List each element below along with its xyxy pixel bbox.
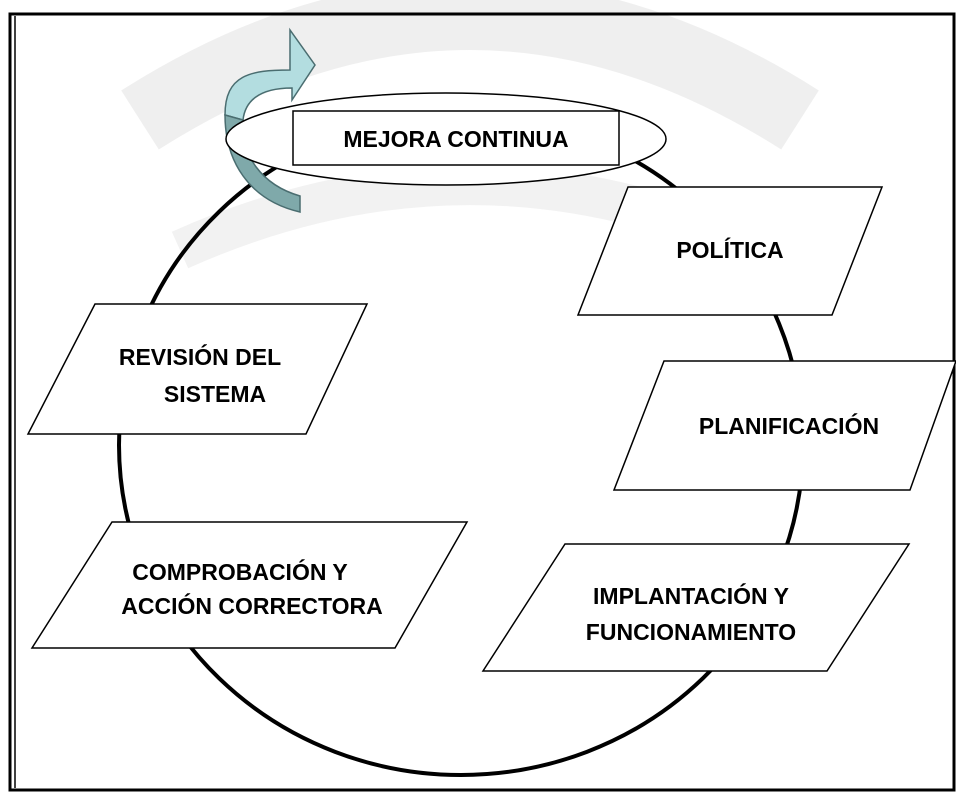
step-implementation: IMPLANTACIÓN Y FUNCIONAMIENTO bbox=[481, 543, 911, 672]
implementation-label-line2: FUNCIONAMIENTO bbox=[586, 619, 796, 645]
review-label-line2: SISTEMA bbox=[164, 381, 266, 407]
checking-label-line1: COMPROBACIÓN Y bbox=[132, 558, 348, 585]
improvement-label: MEJORA CONTINUA bbox=[343, 126, 568, 152]
step-policy: POLÍTICA bbox=[576, 186, 884, 316]
diagram-frame bbox=[8, 12, 956, 792]
planning-label: PLANIFICACIÓN bbox=[699, 412, 879, 439]
checking-parallelogram bbox=[30, 521, 469, 649]
improvement-box bbox=[292, 110, 620, 166]
step-checking: COMPROBACIÓN Y ACCIÓN CORRECTORA bbox=[30, 521, 469, 649]
review-label-line1: REVISIÓN DEL bbox=[119, 343, 281, 370]
step-review: REVISIÓN DEL SISTEMA bbox=[26, 303, 369, 435]
policy-parallelogram bbox=[576, 186, 884, 316]
planning-parallelogram bbox=[612, 360, 956, 491]
review-parallelogram bbox=[26, 303, 369, 435]
continuous-improvement-node: MEJORA CONTINUA bbox=[225, 92, 667, 186]
step-planning: PLANIFICACIÓN bbox=[612, 360, 956, 491]
implementation-label-line1: IMPLANTACIÓN Y bbox=[593, 582, 789, 609]
checking-label-line2: ACCIÓN CORRECTORA bbox=[121, 592, 383, 619]
policy-label: POLÍTICA bbox=[676, 236, 783, 263]
implementation-parallelogram bbox=[481, 543, 911, 672]
